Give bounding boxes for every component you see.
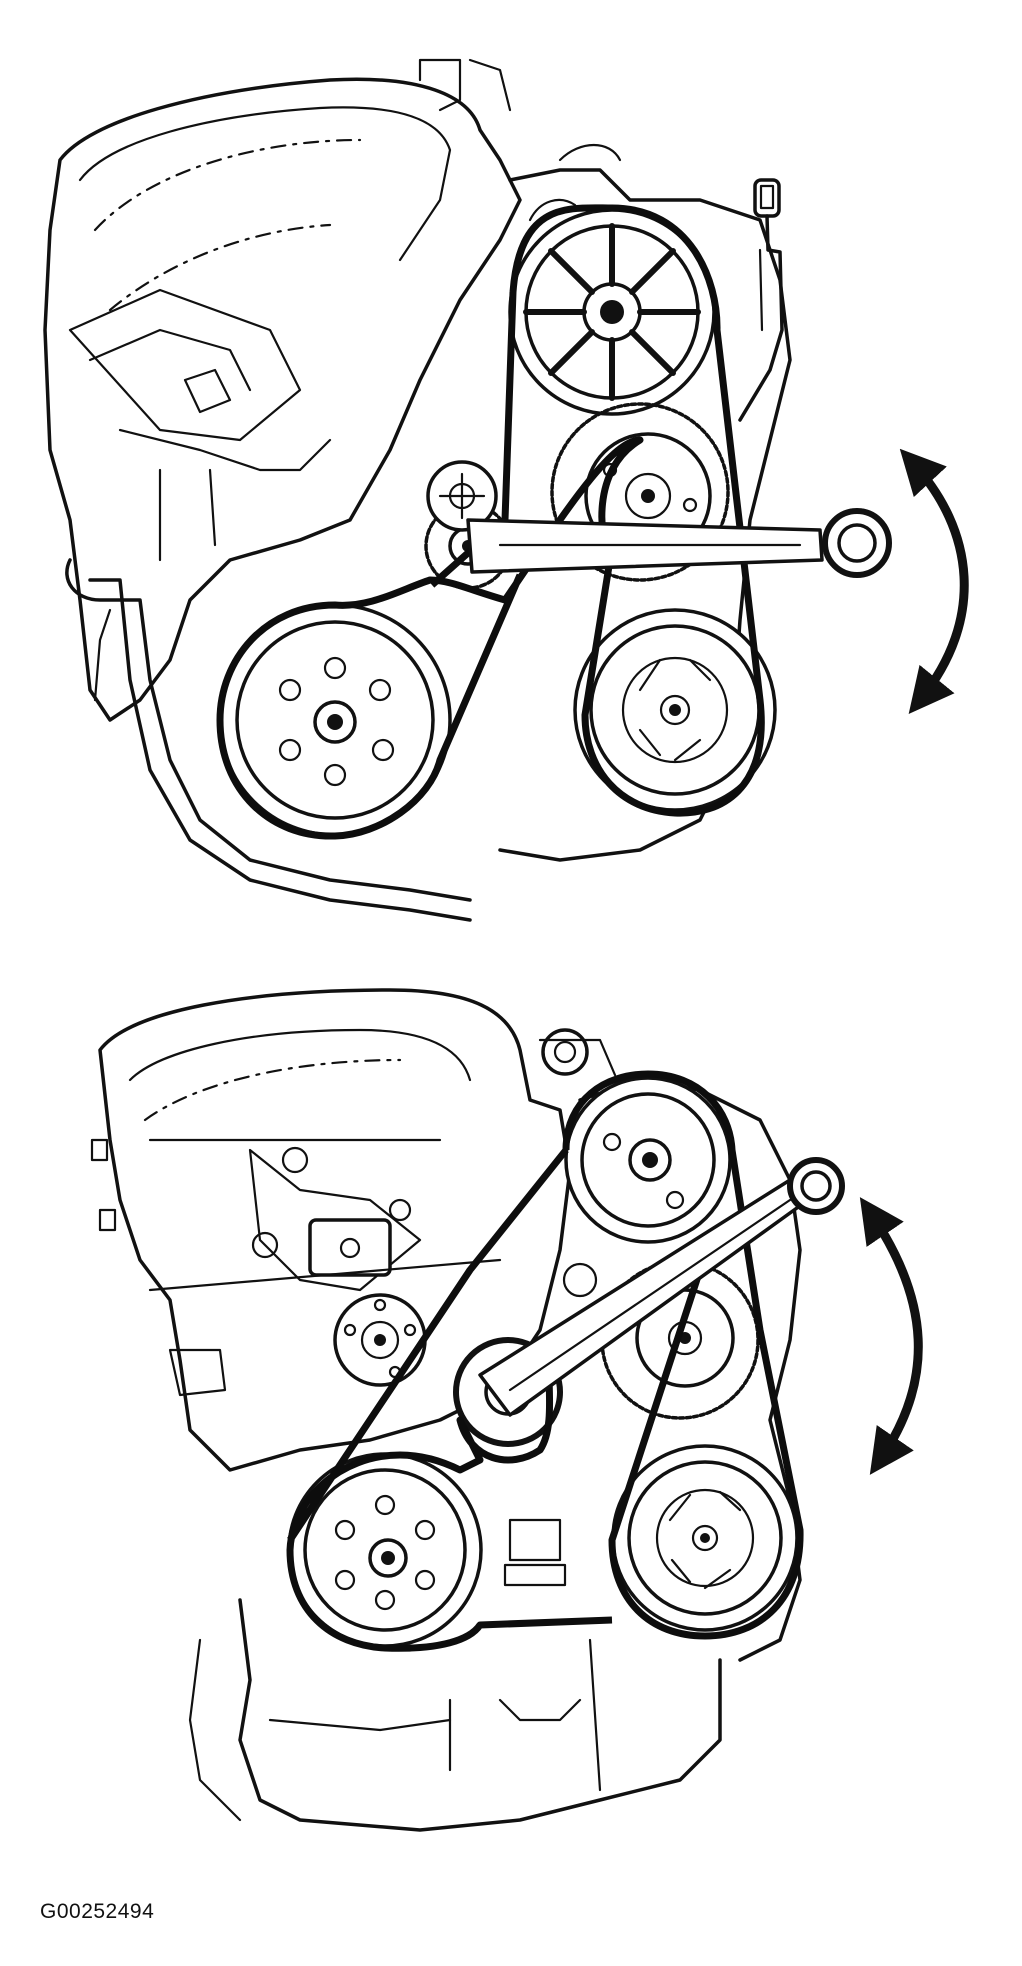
upper-double-curved-arrow-icon: [899, 448, 969, 714]
upper-ac-compressor-pulley: [573, 608, 777, 812]
upper-engine-panel: [43, 58, 969, 922]
upper-dipstick: [738, 178, 784, 422]
figure-code-label: G00252494: [40, 1900, 155, 1923]
lower-engine-panel: [90, 988, 923, 1832]
lower-drive-belt: [286, 1070, 804, 1652]
upper-wrench: [466, 508, 892, 578]
lower-wrench: [478, 1157, 845, 1417]
upper-alternator-pulley: [508, 208, 716, 416]
lower-double-curved-arrow-icon: [859, 1197, 923, 1475]
lower-ac-compressor-pulley: [611, 1444, 799, 1632]
upper-engine-block: [43, 58, 792, 922]
upper-idler-pulley: [426, 460, 498, 532]
lower-alternator-pulley: [564, 1076, 732, 1244]
